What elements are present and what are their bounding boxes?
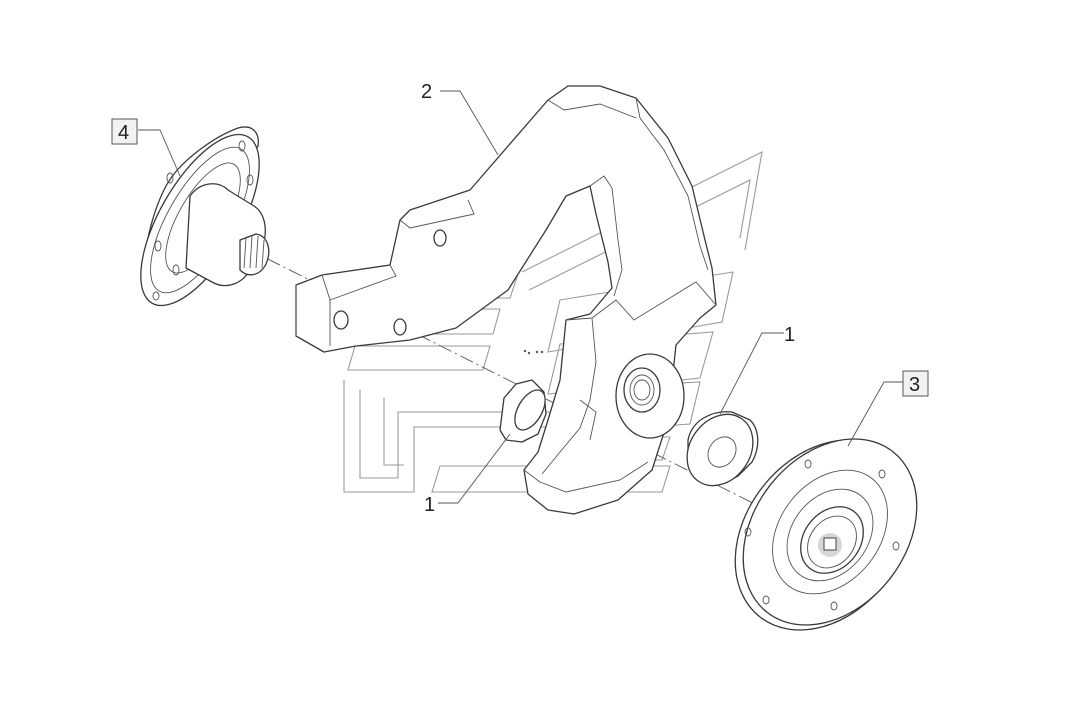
callout-2: 2 <box>421 81 432 103</box>
callout-1-upper: 1 <box>784 324 795 346</box>
callout-3: 3 <box>902 370 929 397</box>
callout-box <box>902 370 929 397</box>
callout-label: 3 <box>909 374 920 396</box>
bracket-arm <box>295 85 717 515</box>
callout-4: 4 <box>111 118 138 145</box>
callout-label: 2 <box>421 81 432 103</box>
spacer-washer-inner <box>499 379 547 443</box>
disc-flange <box>734 438 918 631</box>
callout-label: 4 <box>118 122 129 144</box>
callout-box <box>111 118 138 145</box>
callout-leaders <box>138 90 903 504</box>
callout-1-lower: 1 <box>424 494 435 516</box>
hub-assembly <box>140 126 270 307</box>
spacer-washer <box>686 411 759 487</box>
callout-label: 1 <box>784 324 795 346</box>
callout-label: 1 <box>424 494 435 516</box>
